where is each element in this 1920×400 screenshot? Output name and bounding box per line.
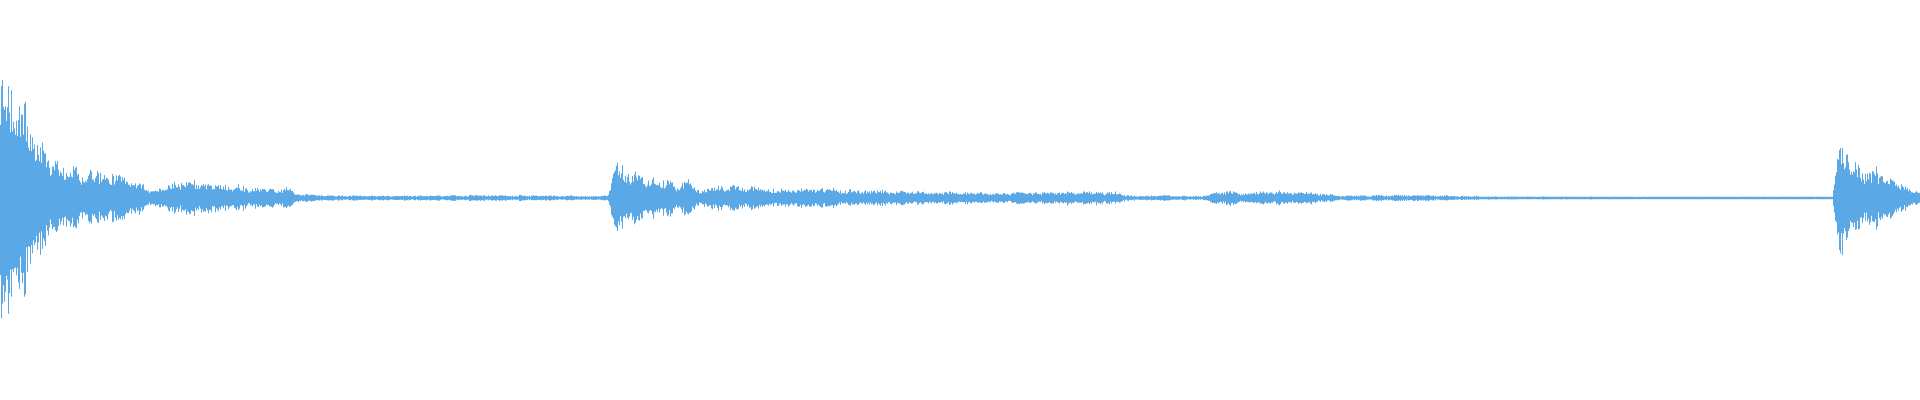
- waveform-samples: [0, 79, 1920, 319]
- waveform-trace: [0, 79, 1920, 319]
